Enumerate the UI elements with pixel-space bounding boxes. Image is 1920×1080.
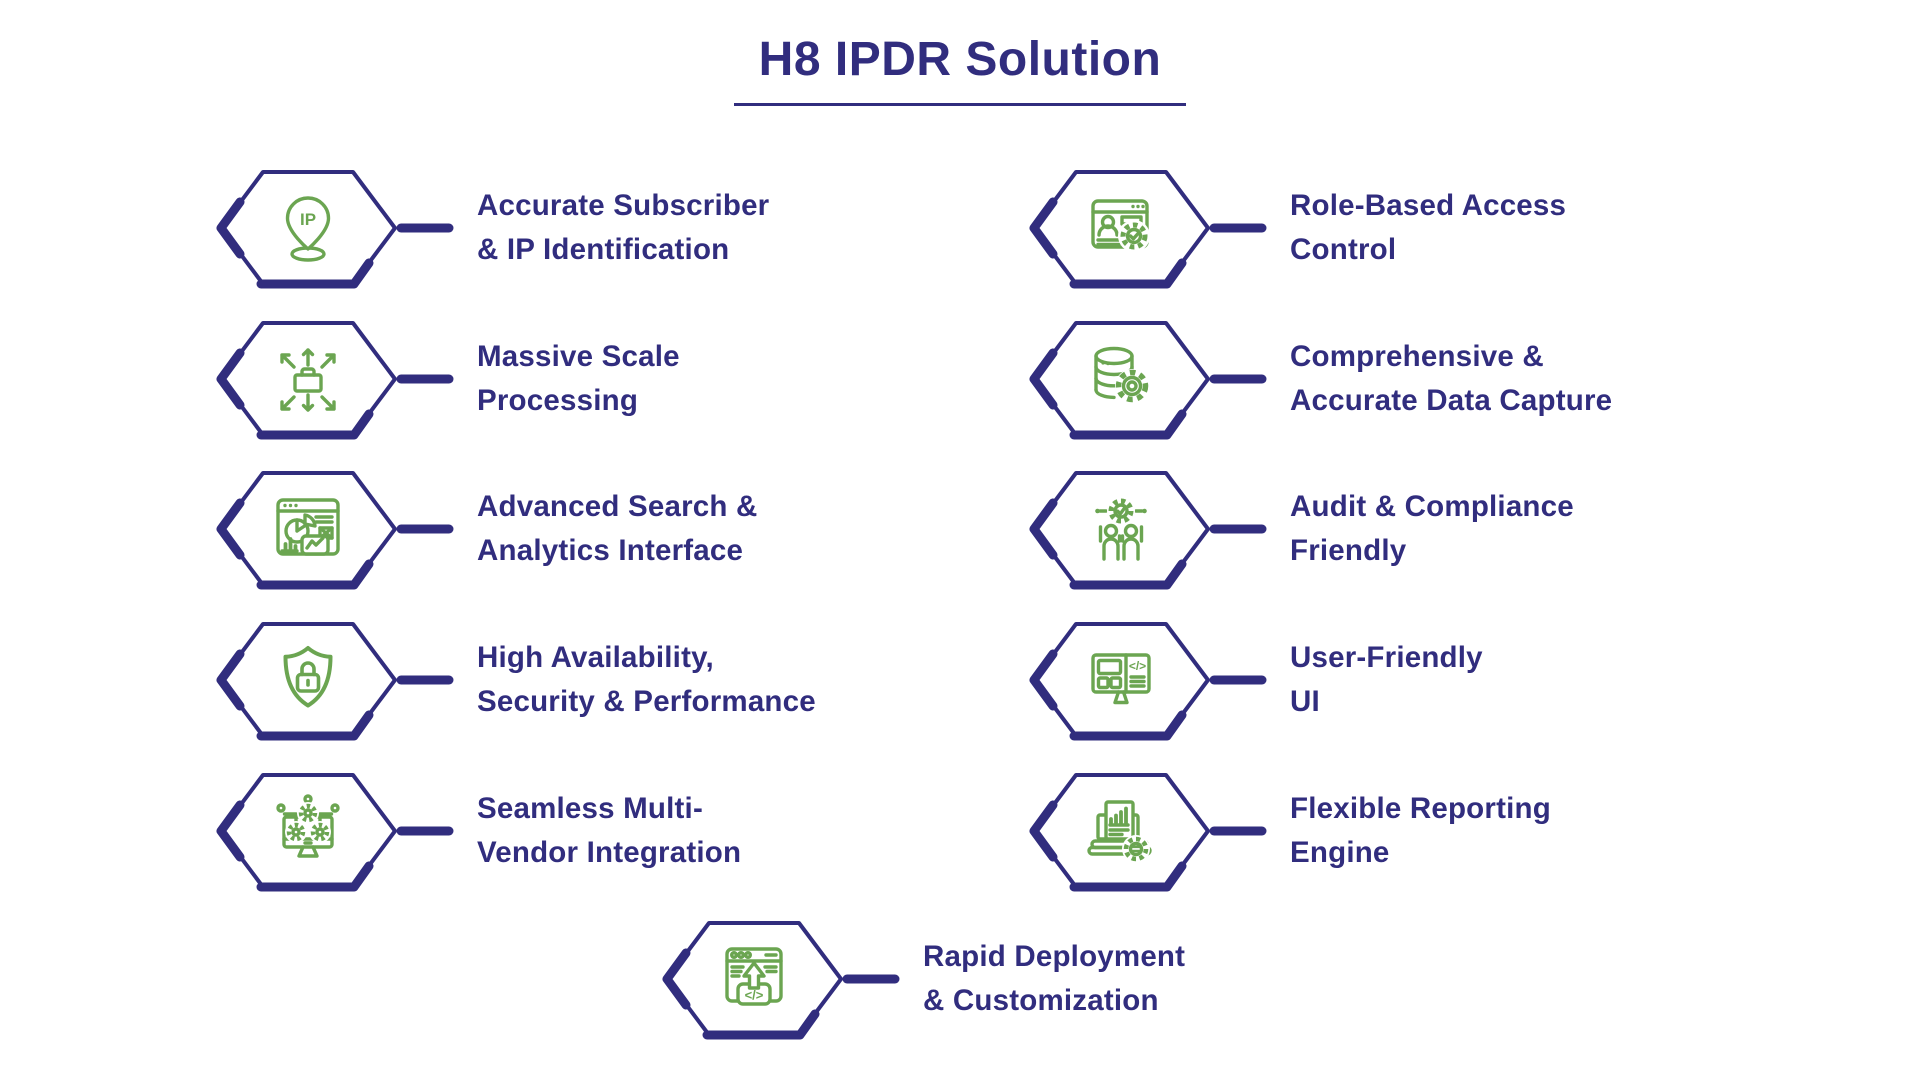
feature-line: Engine [1290,836,1390,869]
feature-label: Rapid Deployment & Customization [923,935,1185,1023]
feature-item: Role-Based Access Control [1026,162,1566,294]
feature-label: Comprehensive & Accurate Data Capture [1290,335,1612,423]
feature-item: </> User-Friendly UI [1026,614,1483,746]
svg-text:</>: </> [1129,659,1146,673]
feature-label: Audit & Compliance Friendly [1290,485,1574,573]
title-underline [734,103,1186,106]
feature-line: Role-Based Access [1290,189,1567,222]
analytics-dashboard-icon [216,471,454,590]
feature-line: Seamless Multi- [477,792,703,825]
feature-label: Massive Scale Processing [477,335,680,423]
svg-text:</>: </> [745,988,764,1003]
feature-line: & Customization [923,984,1159,1017]
feature-line: High Availability, [477,641,714,674]
feature-item: Comprehensive & Accurate Data Capture [1026,313,1612,445]
feature-item: High Availability, Security & Performanc… [213,614,816,746]
reporting-laptop-icon [1029,773,1267,892]
feature-label: Role-Based Access Control [1290,184,1566,272]
feature-line: UI [1290,685,1320,718]
feature-item: IP Accurate Subscriber & IP Identificati… [213,162,769,294]
feature-label: Accurate Subscriber & IP Identification [477,184,769,272]
feature-item: </> Rapid Deployment & Customization [659,913,1185,1045]
feature-label: Flexible Reporting Engine [1290,787,1551,875]
feature-item: Audit & Compliance Friendly [1026,463,1574,595]
feature-item: Seamless Multi- Vendor Integration [213,765,741,897]
feature-item: Massive Scale Processing [213,313,680,445]
audit-team-gear-icon [1029,471,1267,590]
rapid-deploy-code-icon: </> [662,921,900,1040]
feature-line: & IP Identification [477,233,730,266]
feature-item: Advanced Search & Analytics Interface [213,463,757,595]
svg-text:IP: IP [300,210,316,229]
feature-line: Vendor Integration [477,836,742,869]
header: H8 IPDR Solution [0,32,1920,106]
page-title: H8 IPDR Solution [758,33,1162,86]
feature-item: Flexible Reporting Engine [1026,765,1551,897]
role-access-browser-icon [1029,170,1267,289]
scale-out-arrows-icon [216,321,454,440]
feature-label: User-Friendly UI [1290,636,1483,724]
multi-gear-monitor-icon [216,773,454,892]
database-gear-icon [1029,321,1267,440]
feature-line: Friendly [1290,534,1407,567]
feature-line: Audit & Compliance [1290,490,1574,523]
feature-line: Analytics Interface [477,534,744,567]
feature-line: Control [1290,233,1397,266]
feature-line: Massive Scale [477,340,680,373]
feature-label: Advanced Search & Analytics Interface [477,485,757,573]
shield-lock-icon [216,622,454,741]
feature-line: Security & Performance [477,685,816,718]
feature-line: Accurate Data Capture [1290,384,1613,417]
feature-line: Accurate Subscriber [477,189,770,222]
feature-line: User-Friendly [1290,641,1483,674]
ui-monitor-icon: </> [1029,622,1267,741]
feature-line: Processing [477,384,639,417]
feature-line: Rapid Deployment [923,940,1186,973]
feature-line: Advanced Search & [477,490,758,523]
ip-location-pin-icon: IP [216,170,454,289]
feature-line: Comprehensive & [1290,340,1544,373]
feature-line: Flexible Reporting [1290,792,1551,825]
feature-label: Seamless Multi- Vendor Integration [477,787,741,875]
feature-label: High Availability, Security & Performanc… [477,636,816,724]
